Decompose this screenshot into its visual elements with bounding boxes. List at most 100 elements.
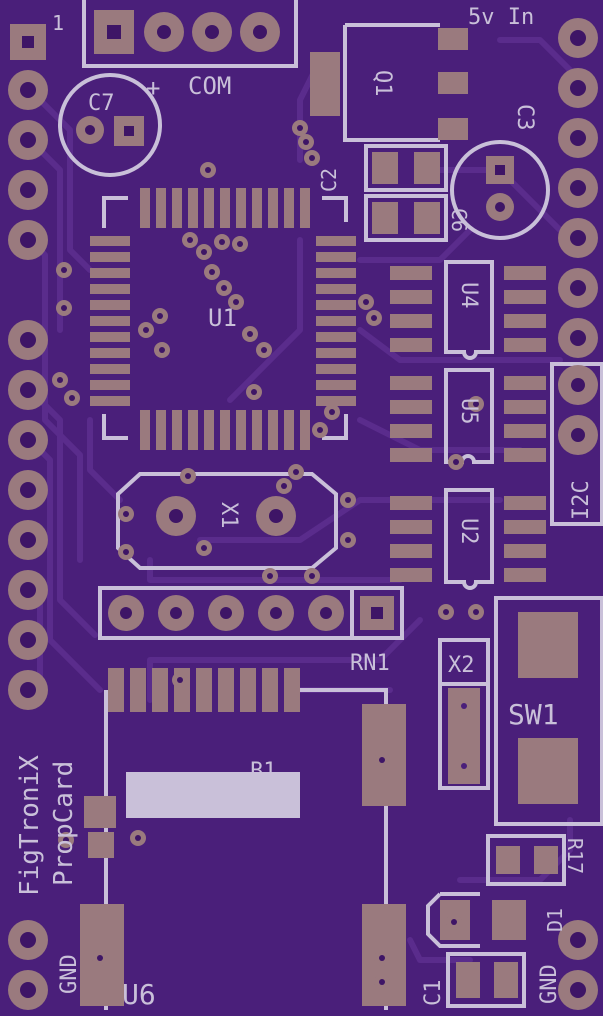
left-pin xyxy=(8,370,48,410)
via xyxy=(196,540,212,556)
u5-label: U5 xyxy=(456,398,481,425)
right-pin xyxy=(558,18,598,58)
via xyxy=(216,280,232,296)
u1-pad xyxy=(316,380,356,390)
via xyxy=(374,950,390,966)
u1-pad xyxy=(316,300,356,310)
via xyxy=(138,322,154,338)
via xyxy=(366,310,382,326)
c6-label: C6 xyxy=(447,208,471,232)
via xyxy=(438,604,454,620)
u1-pad xyxy=(252,410,262,450)
sw1-label: SW1 xyxy=(508,698,559,731)
gnd-right-label: GND xyxy=(537,964,562,1004)
q1-label: Q1 xyxy=(370,70,395,97)
soic-pad xyxy=(390,496,432,510)
soic-pad xyxy=(504,314,546,328)
u1-label: U1 xyxy=(208,304,237,332)
via xyxy=(312,422,328,438)
via xyxy=(152,308,168,324)
soic-pad xyxy=(504,496,546,510)
c1-label: C1 xyxy=(421,980,446,1007)
u6-pad xyxy=(218,668,234,712)
soic-pad xyxy=(390,424,432,438)
i2c-header xyxy=(550,362,603,526)
u1-pad xyxy=(90,252,130,262)
via xyxy=(92,950,108,966)
soic-pad xyxy=(504,338,546,352)
via xyxy=(298,134,314,150)
u1-pad xyxy=(90,316,130,326)
via xyxy=(324,404,340,420)
soic-pad xyxy=(390,568,432,582)
via xyxy=(340,532,356,548)
via xyxy=(232,236,248,252)
u1-pad xyxy=(316,316,356,326)
left-pin xyxy=(8,170,48,210)
via xyxy=(262,568,278,584)
soic-pad xyxy=(390,400,432,414)
u1-pad xyxy=(140,410,150,450)
left-pin xyxy=(8,420,48,460)
via xyxy=(118,506,134,522)
via xyxy=(56,262,72,278)
soic-pad xyxy=(390,266,432,280)
u1-pad xyxy=(90,348,130,358)
u1-pad xyxy=(316,332,356,342)
u6-pad xyxy=(284,668,300,712)
u1-pad xyxy=(220,188,230,228)
left-pin xyxy=(8,620,48,660)
sw1-switch xyxy=(494,596,603,826)
right-pin xyxy=(558,318,598,358)
via xyxy=(292,120,308,136)
u2-label: U2 xyxy=(456,518,481,545)
right-pin xyxy=(558,68,598,108)
polarity-plus: + xyxy=(146,74,160,102)
soic-pad xyxy=(504,520,546,534)
pin1-label: 1 xyxy=(52,11,64,35)
u1-pad xyxy=(220,410,230,450)
u1-pad xyxy=(300,410,310,450)
via xyxy=(242,326,258,342)
left-pin xyxy=(8,120,48,160)
right-pin xyxy=(558,970,598,1010)
u1-pad xyxy=(300,188,310,228)
b1-marking xyxy=(126,772,300,818)
u1-pad xyxy=(252,188,262,228)
soic-pad xyxy=(504,448,546,462)
via xyxy=(196,244,212,260)
power-in-label: 5v In xyxy=(468,5,534,30)
via xyxy=(118,544,134,560)
soic-pad xyxy=(390,376,432,390)
soic-pad xyxy=(390,448,432,462)
via xyxy=(246,384,262,400)
u1-pad xyxy=(156,410,166,450)
u1-pad xyxy=(156,188,166,228)
u1-pad xyxy=(90,300,130,310)
com-label: COM xyxy=(188,72,231,100)
u1-pad xyxy=(188,410,198,450)
d1-label: D1 xyxy=(543,908,567,932)
via xyxy=(182,232,198,248)
u1-microcontroller xyxy=(90,188,356,450)
b1-label: B1 xyxy=(250,759,277,784)
u1-pad xyxy=(316,252,356,262)
via xyxy=(204,264,220,280)
soic-pad xyxy=(504,290,546,304)
left-pin xyxy=(8,920,48,960)
u6-pad xyxy=(262,668,278,712)
u1-pad xyxy=(90,332,130,342)
via xyxy=(58,832,74,848)
u1-pad xyxy=(204,188,214,228)
u1-pad xyxy=(90,236,130,246)
left-pin xyxy=(8,570,48,610)
u1-pad xyxy=(90,380,130,390)
r17-d1-c1 xyxy=(426,834,566,1008)
gnd-left-label: GND xyxy=(57,954,82,994)
u1-pad xyxy=(316,284,356,294)
soic-pad xyxy=(390,520,432,534)
via xyxy=(304,568,320,584)
u1-pad xyxy=(284,410,294,450)
soic-pad xyxy=(504,568,546,582)
rn1-resistor-network xyxy=(98,586,404,640)
